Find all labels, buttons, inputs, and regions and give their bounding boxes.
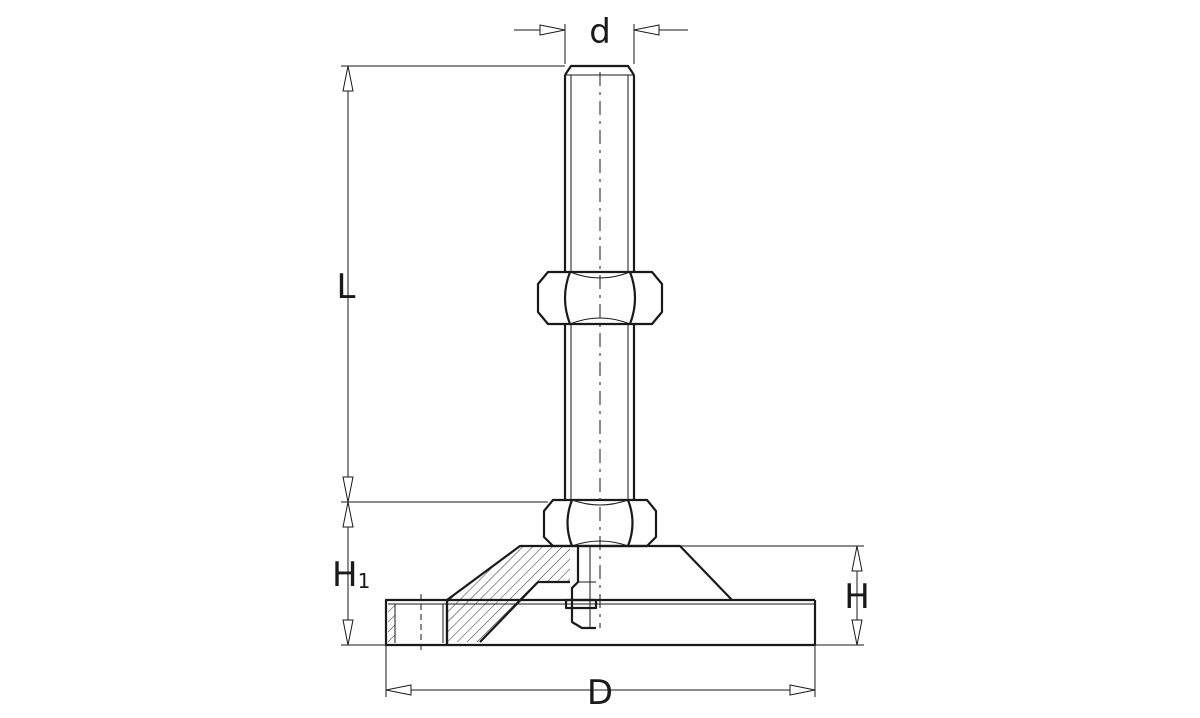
dim-H: [680, 545, 864, 646]
dim-label-L: L: [337, 267, 356, 307]
upper-hex-nut: [536, 270, 664, 326]
dim-L: [341, 65, 565, 503]
dim-label-H: H: [844, 577, 870, 617]
dim-label-d: d: [589, 12, 611, 52]
dim-d: [514, 24, 688, 64]
dim-label-D: D: [587, 673, 613, 713]
dim-D: [385, 645, 816, 697]
threaded-stem: [563, 64, 636, 500]
dim-label-H1: H1: [332, 555, 370, 595]
dim-H1: [341, 501, 386, 646]
